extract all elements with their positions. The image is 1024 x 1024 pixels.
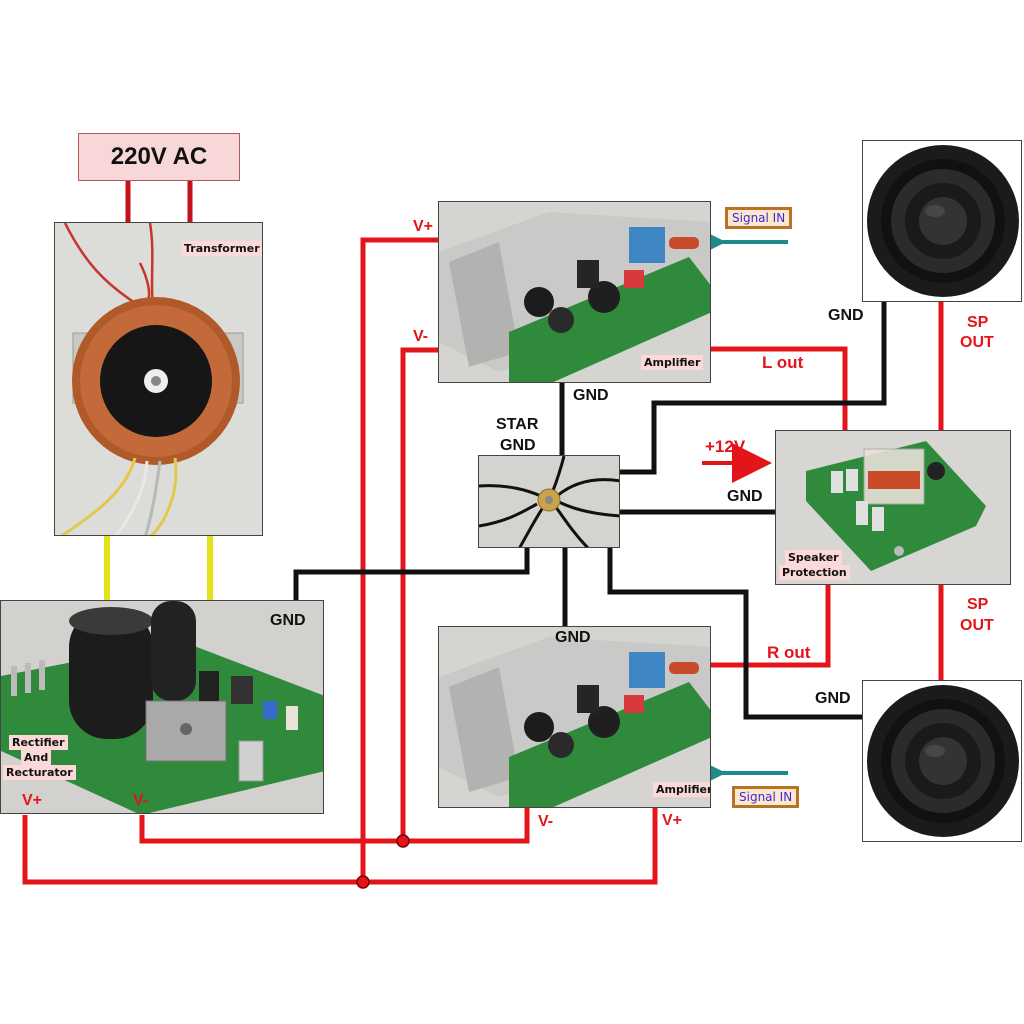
- label-plus-12v: +12V: [705, 437, 746, 456]
- label-star-gnd-1: STAR: [496, 416, 539, 433]
- label-top-v-minus: V-: [413, 328, 429, 345]
- label-top-v-plus: V+: [413, 218, 434, 235]
- rectifier-photo: Rectifier And Recturator: [0, 600, 324, 814]
- speaker-protection-label-2: Protection: [779, 565, 850, 580]
- label-bottom-v-plus: V+: [662, 812, 683, 829]
- power-rails: [22, 237, 944, 885]
- label-sp-out-top-2: OUT: [960, 334, 994, 351]
- amplifier-top-label: Amplifier: [641, 355, 704, 370]
- speaker-protection-photo: Speaker Protection: [775, 430, 1011, 585]
- ac-input-wires: [125, 181, 193, 222]
- rectifier-label-1: Rectifier: [9, 735, 68, 750]
- label-sp-out-bottom-1: SP: [967, 596, 989, 613]
- label-rect-v-minus: V-: [133, 792, 149, 809]
- label-star-gnd-2: GND: [500, 437, 536, 454]
- rectifier-label-2: And: [21, 750, 52, 765]
- label-protection-gnd: GND: [727, 488, 763, 505]
- ac-power-label: 220V AC: [110, 143, 208, 170]
- label-sp-out-top-1: SP: [967, 314, 989, 331]
- speaker-protection-label-1: Speaker: [785, 550, 842, 565]
- transformer-label: Transformer: [181, 241, 262, 256]
- label-bottom-v-minus: V-: [538, 813, 554, 830]
- label-rectifier-gnd: GND: [270, 612, 306, 629]
- ground-wires: [293, 302, 887, 720]
- speaker-bottom-photo: [862, 680, 1022, 842]
- junction-v-minus: [396, 834, 410, 848]
- label-speaker-top-gnd: GND: [828, 307, 864, 324]
- speaker-top-photo: [862, 140, 1022, 302]
- ac-power-source: 220V AC: [78, 133, 240, 181]
- label-r-out: R out: [767, 643, 811, 662]
- rectifier-label-3: Recturator: [3, 765, 76, 780]
- amplifier-bottom-label: Amplifier: [653, 782, 710, 797]
- label-amp-bottom-gnd: GND: [555, 629, 591, 646]
- star-ground-photo: [478, 455, 620, 548]
- label-l-out: L out: [762, 353, 804, 372]
- label-speaker-bottom-gnd: GND: [815, 690, 851, 707]
- transformer-secondary-wires: [104, 536, 213, 600]
- signal-in-bottom: Signal IN: [732, 786, 800, 808]
- signal-in-top: Signal IN: [725, 207, 793, 229]
- junction-v-plus: [356, 875, 370, 889]
- amplifier-top-photo: Amplifier: [438, 201, 711, 383]
- label-amp-top-gnd: GND: [573, 387, 609, 404]
- amplifier-bottom-photo: Amplifier: [438, 626, 711, 808]
- label-sp-out-bottom-2: OUT: [960, 617, 994, 634]
- transformer-photo: Transformer: [54, 222, 263, 536]
- label-rect-v-plus: V+: [22, 792, 43, 809]
